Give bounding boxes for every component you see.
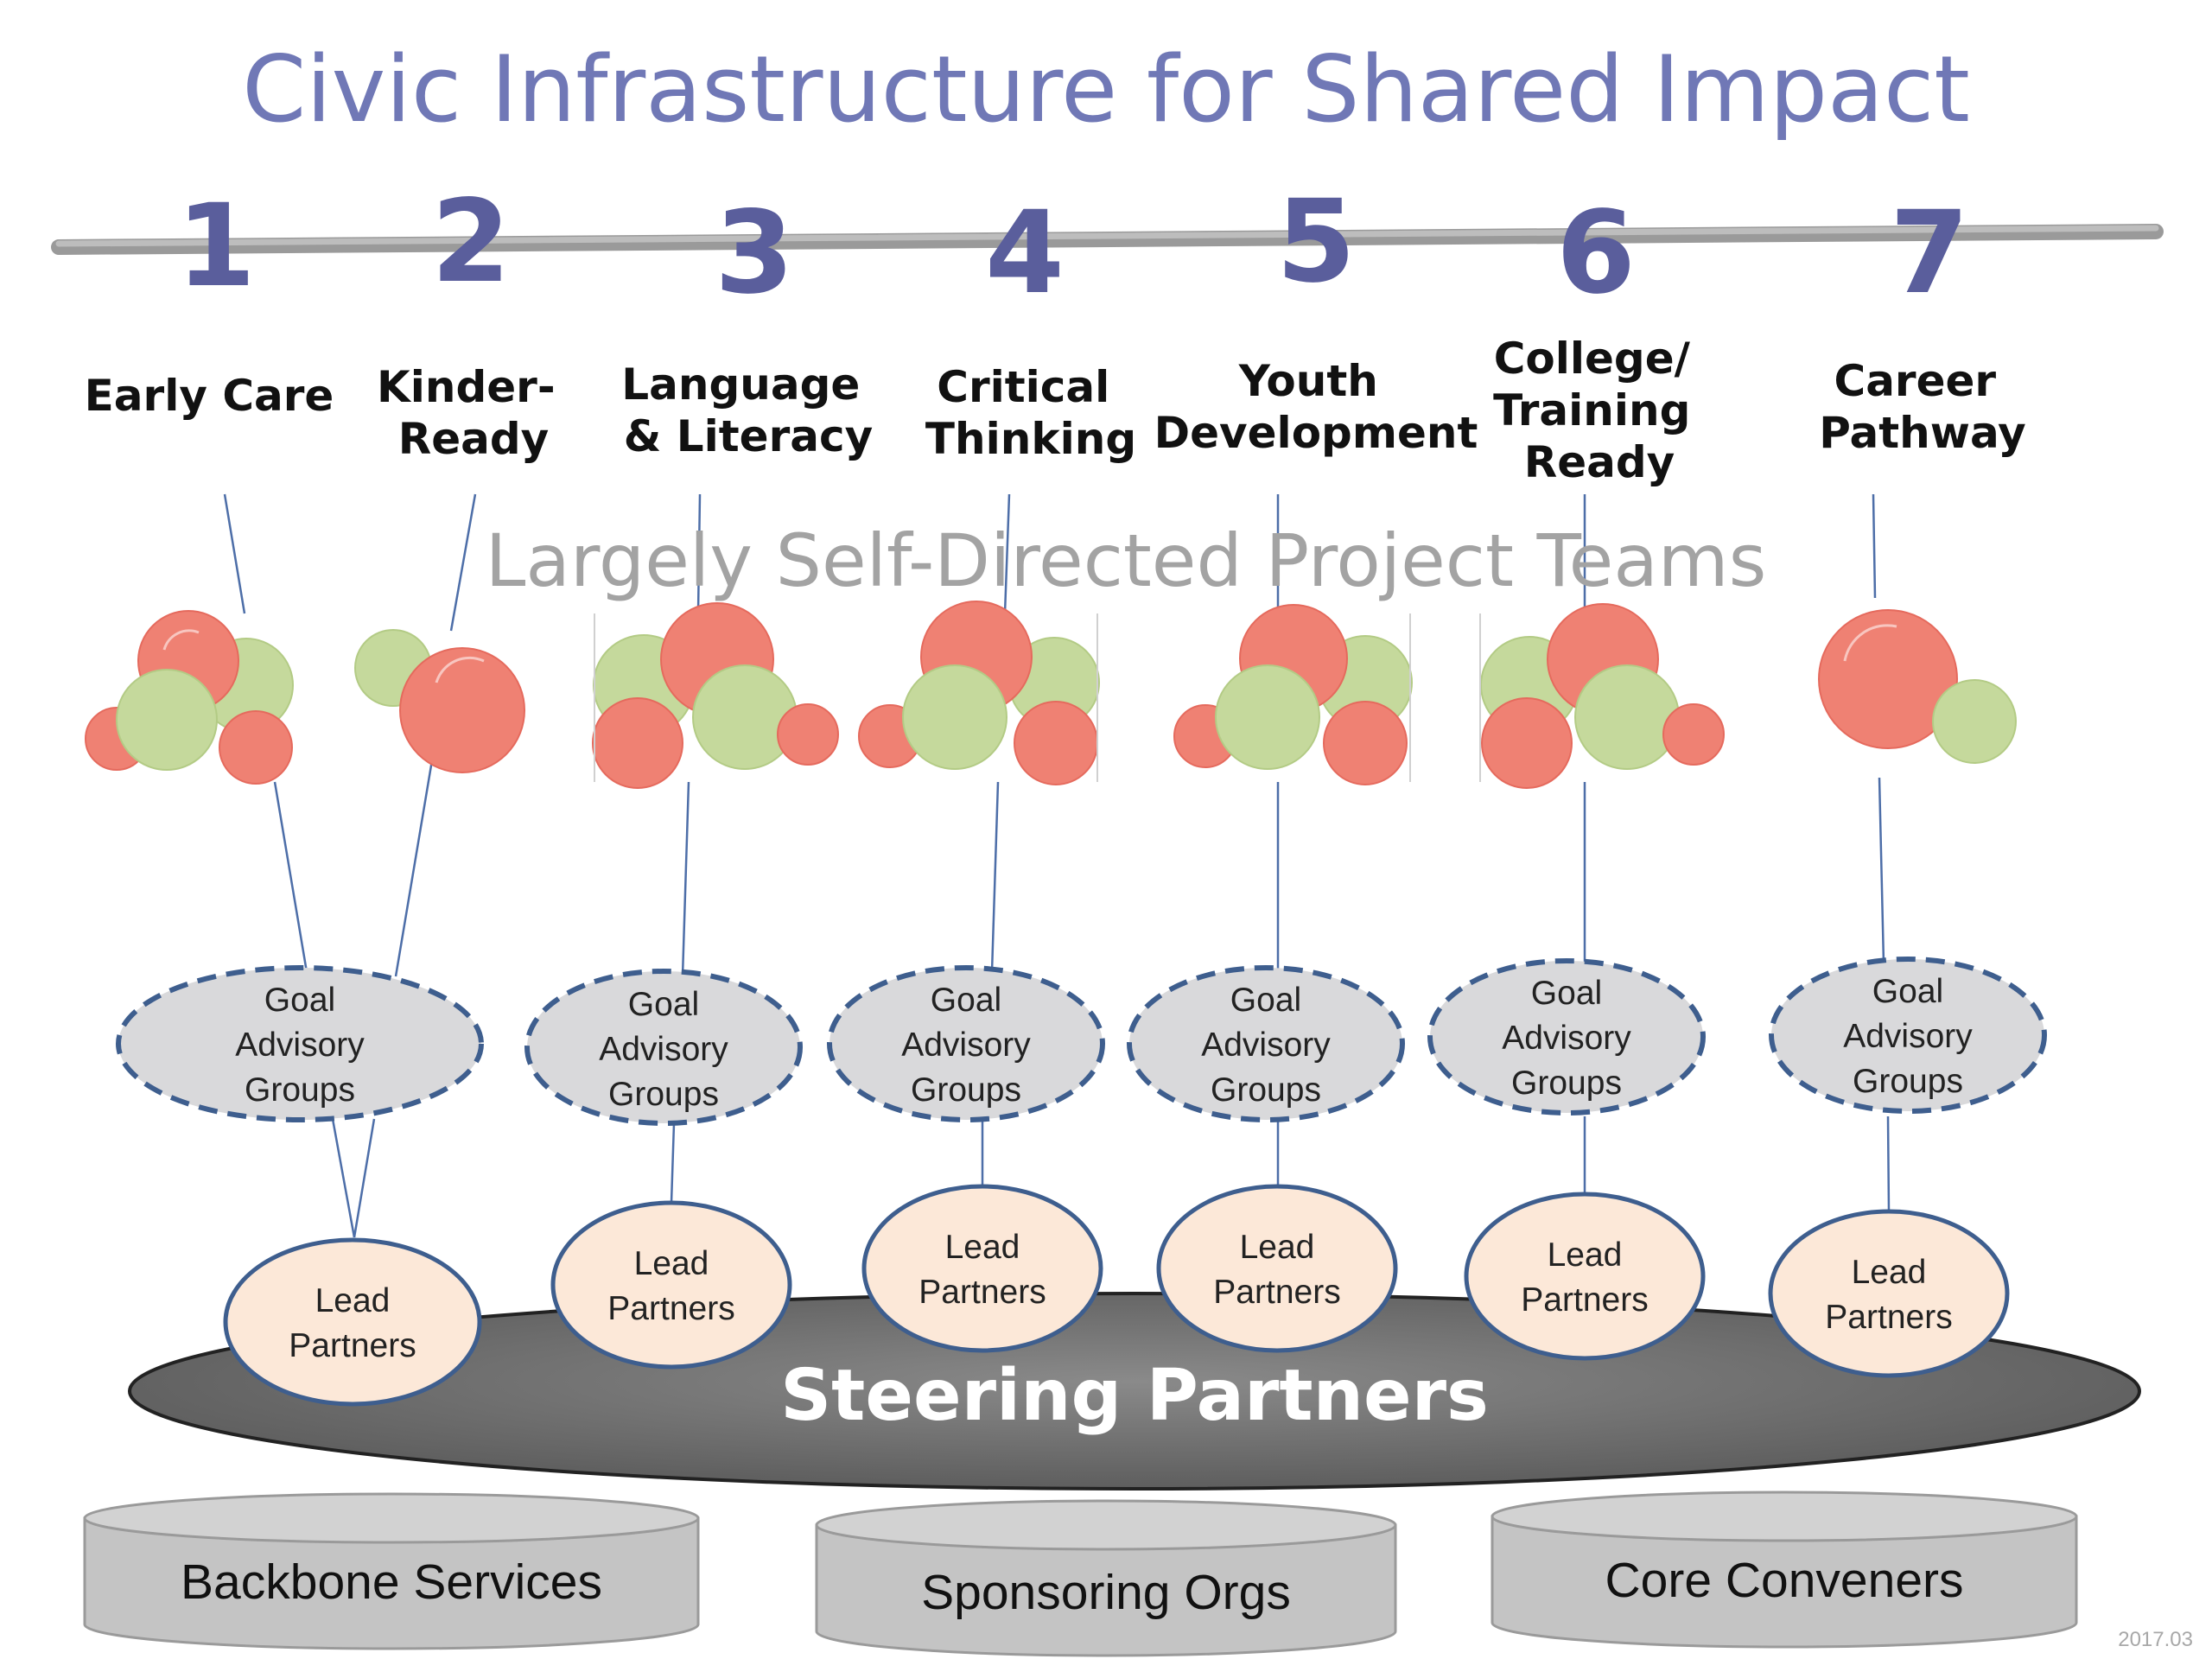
goal-number-2: 2 (431, 175, 511, 308)
connector-lines (223, 493, 1891, 1238)
project-team-cluster-6 (1479, 603, 1725, 789)
project-team-cluster-7 (1818, 609, 2017, 764)
diagram-title: Civic Infrastructure for Shared Impact (242, 36, 1970, 143)
foundation-sponsoring-orgs: Sponsoring Orgs (815, 1499, 1397, 1657)
goal-number-1: 1 (176, 180, 256, 313)
foundation-core-conveners: Core Conveners (1491, 1491, 2078, 1649)
goal-number-7: 7 (1890, 187, 1969, 320)
timeline-bar (51, 224, 2164, 255)
goal-label-college-training-ready: College/ Training Ready (1493, 334, 1706, 487)
goal-number-6: 6 (1556, 187, 1636, 320)
version-stamp: 2017.03 (2118, 1628, 2193, 1651)
sponsoring-orgs-label: Sponsoring Orgs (921, 1565, 1291, 1620)
project-team-cluster-3 (592, 602, 839, 789)
backbone-services-label: Backbone Services (181, 1554, 602, 1610)
goal-number-5: 5 (1276, 175, 1356, 308)
project-team-cluster-1 (85, 610, 294, 785)
goal-label-language-literacy: Language & Literacy (621, 359, 874, 461)
project-team-cluster-4 (858, 601, 1100, 785)
project-teams-heading: Largely Self-Directed Project Teams (486, 518, 1767, 603)
goal-label-youth-development: Youth Development (1154, 356, 1478, 458)
project-team-cluster-5 (1173, 604, 1413, 785)
goal-number-3: 3 (715, 187, 794, 320)
goal-number-4: 4 (985, 187, 1065, 320)
project-team-cluster-2 (354, 629, 525, 773)
goal-label-critical-thinking: Critical Thinking (925, 362, 1136, 464)
goal-label-career-pathway: Career Pathway (1819, 356, 2026, 458)
goal-label-early-care: Early Care (85, 371, 334, 421)
steering-partners-label: Steering Partners (780, 1355, 1489, 1437)
goal-label-kinder-ready: Kinder- Ready (377, 362, 570, 464)
core-conveners-label: Core Conveners (1605, 1553, 1963, 1608)
foundation-backbone-services: Backbone Services (83, 1492, 700, 1650)
